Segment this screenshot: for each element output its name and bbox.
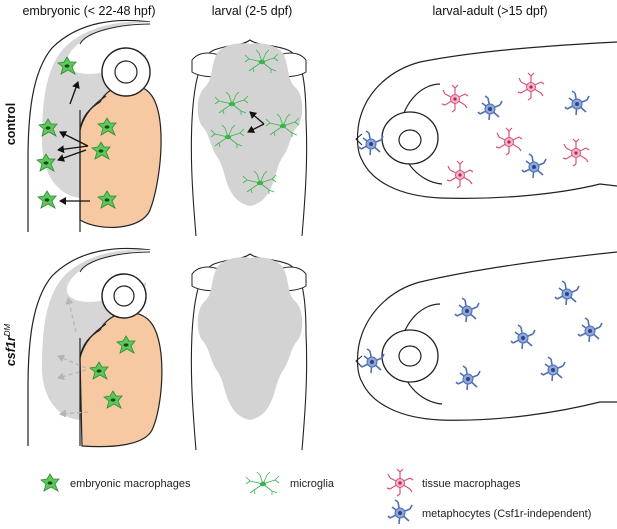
metaphocyte-cell bbox=[358, 130, 384, 156]
adult-fish-control bbox=[355, 41, 617, 199]
tissue-macrophage-cell bbox=[517, 72, 545, 101]
tissue-macrophage-cell bbox=[446, 160, 474, 189]
legend-microglia-label: microglia bbox=[290, 478, 335, 490]
column-title-larval: larval (2-5 dpf) bbox=[212, 4, 293, 18]
row-label-mutant: csf1rDM bbox=[3, 324, 18, 367]
row-label-control: control bbox=[4, 103, 18, 145]
metaphocyte-cell bbox=[455, 365, 481, 391]
tissue-macrophage-cell bbox=[495, 127, 523, 156]
legend-tissue-macrophage-icon bbox=[386, 468, 414, 497]
column-title-adult: larval-adult (>15 dpf) bbox=[433, 4, 548, 18]
mutant-superscript: DM bbox=[3, 324, 12, 337]
metaphocyte-cell bbox=[554, 280, 580, 306]
legend-metaphocyte-icon bbox=[387, 499, 413, 525]
legend-microglia-icon bbox=[245, 471, 280, 496]
embryo-control bbox=[27, 19, 162, 232]
tissue-macrophage-cell bbox=[562, 138, 590, 167]
microglia-arrows bbox=[247, 111, 265, 133]
metaphocyte-cell bbox=[359, 348, 385, 374]
metaphocyte-cell bbox=[521, 153, 547, 179]
migration-arrows-control bbox=[57, 81, 90, 205]
migration-arrows-mutant bbox=[57, 297, 89, 418]
metaphocyte-cell bbox=[540, 356, 566, 382]
legend-metaphocytes-label: metaphocytes (Csf1r-independent) bbox=[422, 508, 591, 520]
legend-embryonic-macrophages-label: embryonic macrophages bbox=[70, 478, 191, 490]
metaphocyte-cell bbox=[454, 297, 480, 323]
larval-head-mutant bbox=[190, 253, 308, 451]
embryo-mutant bbox=[27, 247, 163, 448]
metaphocyte-cell bbox=[564, 90, 590, 116]
column-title-embryonic: embryonic (< 22-48 hpf) bbox=[22, 4, 155, 18]
legend: embryonic macrophages microglia tissue m… bbox=[40, 468, 591, 525]
metaphocyte-cell bbox=[510, 324, 536, 350]
adult-fish-mutant bbox=[355, 251, 617, 421]
larval-head-control bbox=[190, 39, 308, 237]
metaphocyte-cell bbox=[477, 95, 503, 121]
legend-embryonic-macrophage-icon bbox=[40, 473, 60, 492]
embryonic-macrophage-cell bbox=[37, 190, 57, 209]
legend-tissue-macrophages-label: tissue macrophages bbox=[422, 478, 521, 490]
metaphocyte-cell bbox=[577, 317, 603, 343]
tissue-macrophage-cell bbox=[441, 84, 469, 113]
mutant-gene-name: csf1r bbox=[4, 335, 18, 366]
